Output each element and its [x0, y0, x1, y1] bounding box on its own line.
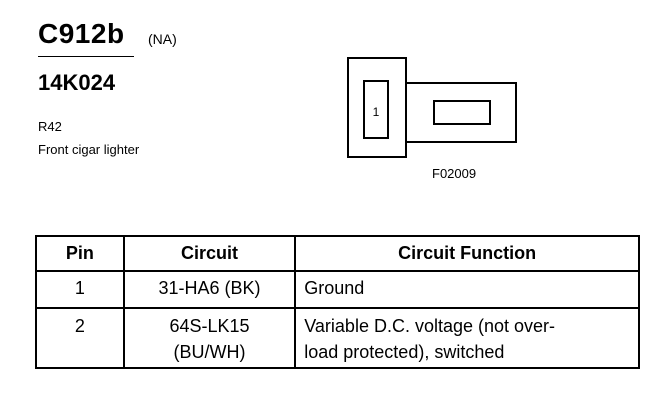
title-underline: [38, 56, 134, 57]
connector-description: Front cigar lighter: [38, 142, 140, 157]
connector-face-diagram: 1: [347, 57, 517, 158]
connector-variant: (NA): [148, 31, 177, 47]
header-circuit: Circuit: [122, 235, 297, 272]
function-line: Ground: [304, 278, 365, 298]
part-number: 14K024: [38, 70, 116, 95]
pin-cavity-1: [363, 80, 389, 139]
cell-pin: 2: [35, 307, 125, 369]
function-line: Variable D.C. voltage (not over-: [304, 316, 556, 336]
header-pin: Pin: [35, 235, 125, 272]
pin-table: Pin Circuit Circuit Function 1 31-HA6 (B…: [35, 235, 640, 369]
header-function: Circuit Function: [294, 235, 640, 272]
circuit-line: (BU/WH): [173, 342, 246, 362]
circuit-line: 31-HA6 (BK): [158, 278, 261, 298]
connector-id: C912b: [38, 18, 125, 49]
table-row: 2 64S-LK15 (BU/WH) Variable D.C. voltage…: [35, 307, 640, 369]
cell-function: Ground: [294, 270, 640, 309]
reference-code: R42: [38, 119, 62, 134]
function-line: load protected), switched: [304, 342, 505, 362]
cell-function: Variable D.C. voltage (not over- load pr…: [294, 307, 640, 369]
cell-pin: 1: [35, 270, 125, 309]
connector-latch-tab: [406, 82, 517, 143]
pin-cavity-label: 1: [373, 105, 380, 119]
circuit-line: 64S-LK15: [169, 316, 250, 336]
pin-cavity-2: [433, 100, 491, 125]
cell-circuit: 64S-LK15 (BU/WH): [122, 307, 297, 369]
table-row: 1 31-HA6 (BK) Ground: [35, 270, 640, 309]
cell-circuit: 31-HA6 (BK): [122, 270, 297, 309]
connector-housing: [347, 57, 407, 158]
figure-code: F02009: [432, 166, 477, 181]
table-header-row: Pin Circuit Circuit Function: [35, 235, 640, 272]
